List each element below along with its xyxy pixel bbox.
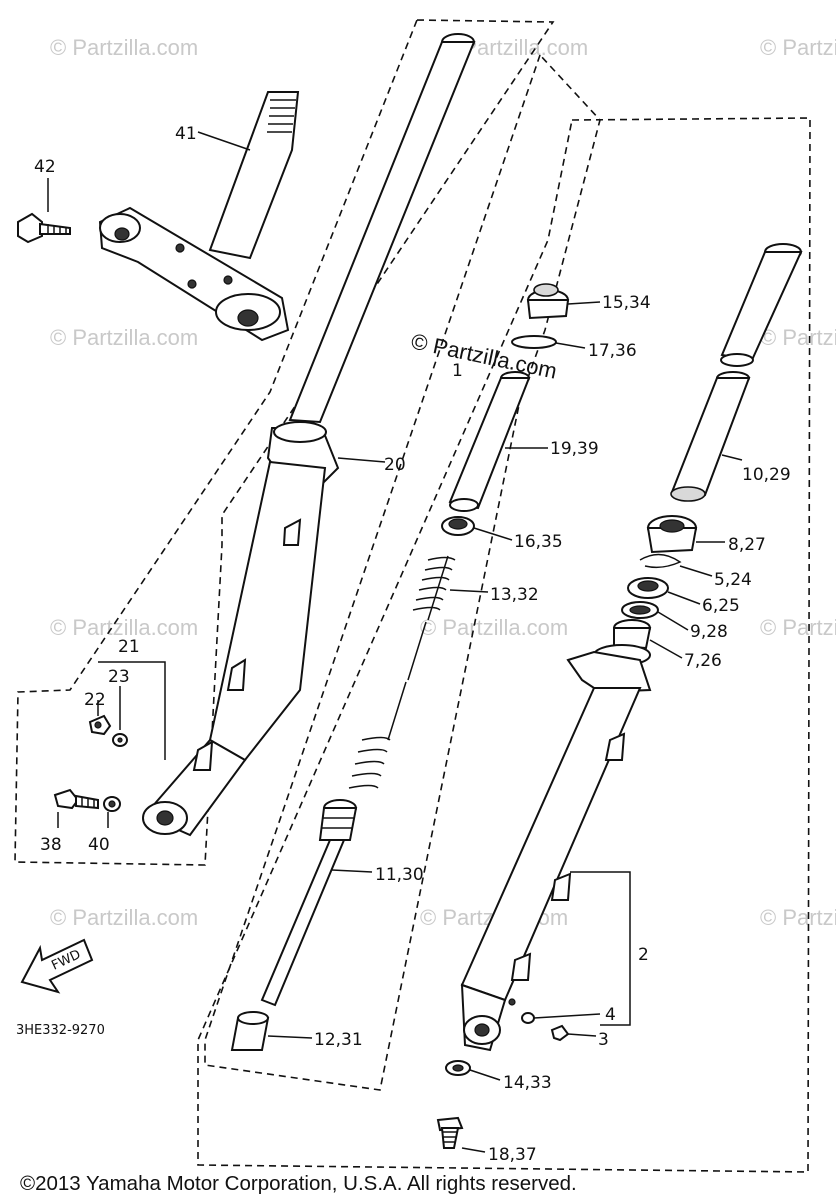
fork-assembly-outline-right [197,117,811,1173]
under-bracket-steering-stem [98,91,300,342]
front-fork-left-assembly [142,33,476,837]
fork-assembly-outline-left [14,19,555,866]
cap-bolt-15-34 [526,283,570,320]
callout-2: 2 [638,945,649,965]
callout-20: 20 [384,455,406,475]
spring-seat-16-35 [441,516,475,536]
watermark: © Partzilla.com [420,615,568,640]
callout-38: 38 [40,835,62,855]
bolt-18-37 [436,1116,464,1149]
callout-14-33: 14,33 [503,1073,552,1093]
washer-23 [112,733,128,747]
watermark: © Partzilla.com [760,35,836,60]
callout-21: 21 [118,637,140,657]
callout-22: 22 [84,690,106,710]
watermark: © Partzilla.com [760,325,836,350]
callout-13-32: 13,32 [490,585,539,605]
callout-11-30: 11,30 [375,865,424,885]
leader-lines [47,131,743,1153]
callout-19-39: 19,39 [550,439,599,459]
watermark: © Partzilla.com [50,325,198,350]
callout-23: 23 [108,667,130,687]
watermark: © Partzilla.com [760,905,836,930]
bolt-3 [550,1024,570,1042]
damper-rod-11-30 [260,799,358,1007]
callout-15-34: 15,34 [602,293,651,313]
callout-16-35: 16,35 [514,532,563,552]
callout-5-24: 5,24 [714,570,752,590]
forward-direction-arrow: FWD [20,938,94,994]
watermark: © Partzilla.com [50,615,198,640]
inner-tube-10-29 [670,243,803,502]
bolt-42 [17,212,71,244]
callout-18-37: 18,37 [488,1145,537,1165]
group-outlines [14,19,811,1173]
callout-42: 42 [34,157,56,177]
o-ring-17-36 [511,335,557,349]
outer-tube-2 [460,644,652,1052]
slide-metal-7-26 [613,619,652,650]
washer-9-28 [621,601,659,619]
callout-3: 3 [598,1030,609,1050]
callout-8-27: 8,27 [728,535,766,555]
drain-bolt-22 [88,714,112,736]
gasket-14-33 [445,1060,471,1076]
callout-6-25: 6,25 [702,596,740,616]
oil-lock-piece-12-31 [230,1011,270,1051]
diagram-code: 3HE332-9270 [16,1023,105,1038]
callouts: 41 42 20 21 23 22 38 40 15,34 17,36 1 19… [34,124,791,1165]
washer-4 [521,1012,535,1024]
callout-12-31: 12,31 [314,1030,363,1050]
oil-seal-6-25 [627,577,669,599]
washer-40 [103,796,121,812]
spacer-19-39 [448,371,531,512]
fork-assembly-outline-middle [204,53,601,1091]
bolt-38 [53,788,99,810]
callout-9-28: 9,28 [690,622,728,642]
callout-10-29: 10,29 [742,465,791,485]
watermark: © Partzilla.com [760,615,836,640]
callout-1: 1 [452,361,463,381]
dust-seal-8-27 [646,515,698,554]
watermark: © Partzilla.com [50,35,198,60]
callout-40: 40 [88,835,110,855]
callout-4: 4 [605,1005,616,1025]
callout-7-26: 7,26 [684,651,722,671]
watermark: © Partzilla.com [50,905,198,930]
retaining-clip-5-24 [639,553,682,569]
fork-spring-13-32 [348,555,456,789]
callout-41: 41 [175,124,197,144]
copyright-notice: ©2013 Yamaha Motor Corporation, U.S.A. A… [20,1172,577,1195]
callout-17-36: 17,36 [588,341,637,361]
